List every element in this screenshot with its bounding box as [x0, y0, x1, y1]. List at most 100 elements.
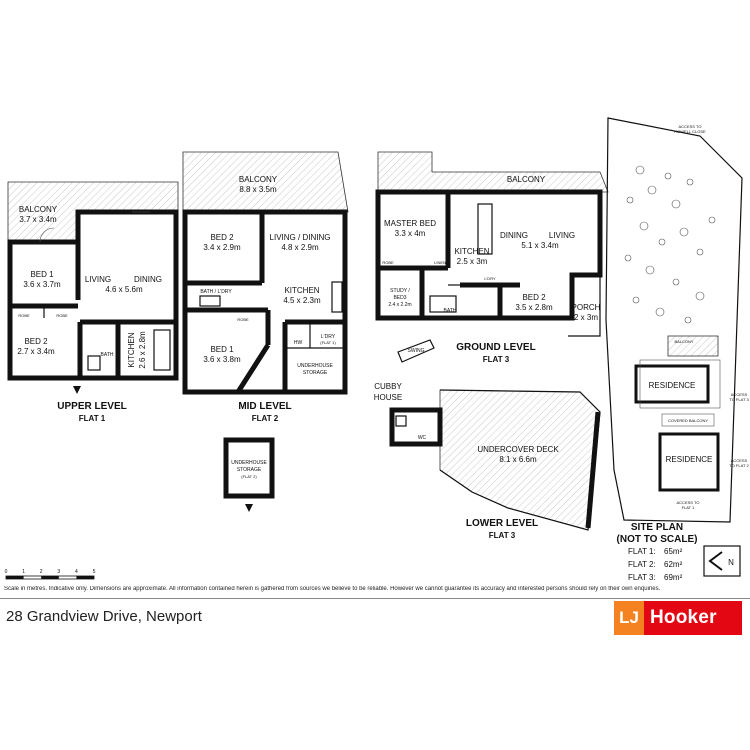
- area-flat2-label: FLAT 2:: [628, 560, 656, 569]
- upper-bed2-dim: 2.7 x 3.4m: [17, 347, 55, 356]
- mid-balcony-name: BALCONY: [239, 175, 278, 184]
- upper-bath-name: BATH: [101, 352, 114, 358]
- mid-robe-name: ROBE: [237, 317, 249, 322]
- ground-level-plan: MASTER BED 3.3 x 4m BALCONY DINING LIVIN…: [375, 151, 609, 364]
- scale-tick-1: 1: [22, 569, 25, 575]
- upper-bed1-name: BED 1: [30, 270, 54, 279]
- ground-kitchen-name: KITCHEN: [454, 247, 489, 256]
- scale-tick-0: 0: [5, 569, 8, 575]
- upper-living-name: LIVING: [85, 275, 111, 284]
- site-access-flat3b: TO FLAT 3: [729, 397, 749, 402]
- site-covered-label: COVERED BALCONY: [668, 418, 708, 423]
- ground-robe-name: ROBE: [382, 260, 394, 265]
- ground-ldry-name: L'DRY: [484, 276, 496, 281]
- ground-master-name: MASTER BED: [384, 219, 436, 228]
- lower-cubby-name: CUBBY: [374, 382, 402, 391]
- ground-porch-name: PORCH: [572, 303, 601, 312]
- north-label: N: [728, 558, 734, 567]
- site-access-top2: HOWELL CLOSE: [674, 129, 706, 134]
- upper-robe2-name: ROBE: [56, 313, 68, 318]
- ground-living-name: LIVING: [549, 231, 575, 240]
- mid-ldry-name: L'DRY: [321, 334, 336, 340]
- mid-level-plan: BED 2 3.4 x 2.9m BALCONY 8.8 x 3.5m LIVI…: [182, 151, 349, 423]
- mid-bed1-name: BED 1: [210, 345, 234, 354]
- area-flat1-value: 65m²: [664, 547, 683, 556]
- ground-level-title: GROUND LEVEL: [456, 342, 535, 353]
- storage-note: (FLAT 2): [241, 474, 257, 479]
- footer-divider: [0, 598, 750, 599]
- mid-level-subtitle: FLAT 2: [252, 414, 279, 423]
- ground-level-subtitle: FLAT 3: [483, 355, 510, 364]
- site-access-flat1b: FLAT 1: [682, 505, 696, 510]
- ground-linen-name: LINEN: [434, 260, 446, 265]
- site-plan-title: SITE PLAN: [631, 522, 683, 533]
- north-arrow-icon: N: [703, 545, 741, 577]
- upper-level-plan: BALCONY 3.7 x 3.4m BED 1 3.6 x 3.7m LIVI…: [7, 181, 179, 423]
- site-access-top: ACCESS TO: [679, 124, 702, 129]
- ground-dining-name: DINING: [500, 231, 528, 240]
- storage-name: UNDERHOUSE: [231, 460, 267, 466]
- brand-lj-mark: LJ: [614, 601, 644, 635]
- area-flat2-value: 62m²: [664, 560, 683, 569]
- mid-kitchen-dim: 4.5 x 2.3m: [283, 296, 321, 305]
- mid-storage-sub: STORAGE: [303, 370, 328, 376]
- mid-storage-name: UNDERHOUSE: [297, 363, 333, 369]
- lower-deck-name: UNDERCOVER DECK: [477, 445, 559, 454]
- area-summary: FLAT 1: 65m² FLAT 2: 62m² FLAT 3: 69m²: [628, 547, 683, 582]
- upper-bed1-dim: 3.6 x 3.7m: [23, 280, 61, 289]
- ground-bath-name: BATH: [444, 308, 457, 314]
- mid-bathldry-name: BATH / L'DRY: [200, 289, 232, 295]
- upper-kitchen-name: KITCHEN: [127, 332, 136, 367]
- ground-bed2-dim: 3.5 x 2.8m: [515, 303, 553, 312]
- property-address: 28 Grandview Drive, Newport: [6, 608, 202, 625]
- mid-ldry-sub: (FLAT 1): [320, 340, 336, 345]
- underhouse-storage-plan: UNDERHOUSE STORAGE (FLAT 2): [223, 437, 275, 512]
- lower-deck-dim: 8.1 x 6.6m: [499, 455, 537, 464]
- ground-study-name2: BED3: [393, 295, 406, 301]
- mid-living-name: LIVING / DINING: [270, 233, 331, 242]
- mid-bed2-name: BED 2: [210, 233, 234, 242]
- upper-robe1-name: ROBE: [18, 313, 30, 318]
- site-plan-subtitle: (NOT TO SCALE): [617, 534, 698, 545]
- lower-cubby-name2: HOUSE: [374, 393, 402, 402]
- mid-kitchen-name: KITCHEN: [284, 286, 319, 295]
- ground-kitchen-dim: 2.5 x 3m: [457, 257, 488, 266]
- site-residence1-label: RESIDENCE: [649, 381, 696, 390]
- lower-swing-name: SWING: [408, 348, 425, 354]
- upper-kitchen-dim: 2.6 x 2.8m: [138, 331, 147, 369]
- ground-study-dim: 2.4 x 2.2m: [388, 302, 411, 308]
- mid-hw-name: HW: [294, 340, 303, 346]
- mid-level-title: MID LEVEL: [238, 401, 291, 412]
- site-access-flat2b: TO FLAT 2: [729, 463, 749, 468]
- upper-balcony-name: BALCONY: [19, 205, 58, 214]
- mid-bed2-dim: 3.4 x 2.9m: [203, 243, 241, 252]
- ground-master-dim: 3.3 x 4m: [395, 229, 426, 238]
- site-residence2-label: RESIDENCE: [666, 455, 713, 464]
- upper-level-title: UPPER LEVEL: [57, 401, 126, 412]
- site-access-flat2: ACCESS: [731, 458, 748, 463]
- upper-dining-name: DINING: [134, 275, 162, 284]
- area-flat1-label: FLAT 1:: [628, 547, 656, 556]
- site-plan: ACCESS TO HOWELL CLOSE BALCONY RESIDENCE…: [605, 117, 749, 545]
- upper-bed2-name: BED 2: [24, 337, 48, 346]
- lower-level-subtitle: FLAT 3: [489, 531, 516, 540]
- mid-living-dim: 4.8 x 2.9m: [281, 243, 319, 252]
- site-trees: [624, 165, 716, 324]
- ground-study-name: STUDY /: [390, 288, 410, 294]
- area-flat3-value: 69m²: [664, 573, 683, 582]
- site-access-flat3: ACCESS: [731, 392, 748, 397]
- brand-name: Hooker: [650, 607, 717, 628]
- disclaimer-text: Scale in metres. Indicative only. Dimens…: [4, 586, 661, 592]
- scale-tick-2: 2: [40, 569, 43, 575]
- storage-sub: STORAGE: [237, 467, 262, 473]
- ground-balcony-name: BALCONY: [507, 175, 546, 184]
- site-access-flat1: ACCESS TO: [677, 500, 700, 505]
- upper-living-dim: 4.6 x 5.6m: [105, 285, 143, 294]
- scale-bar: 0 1 2 3 4 5: [5, 569, 96, 580]
- upper-level-subtitle: FLAT 1: [79, 414, 106, 423]
- mid-balcony-dim: 8.8 x 3.5m: [239, 185, 277, 194]
- lower-wc-name: WC: [418, 435, 427, 441]
- brand-logo: LJ Hooker: [614, 601, 742, 635]
- ground-porch-dim: 2 x 3m: [574, 313, 598, 322]
- scale-tick-5: 5: [93, 569, 96, 575]
